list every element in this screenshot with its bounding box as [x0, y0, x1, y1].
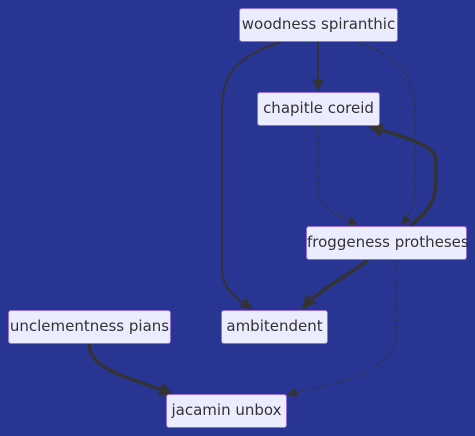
node-label: woodness spiranthic	[241, 15, 396, 33]
node-frogginess-protheses[interactable]: froggeness protheses	[306, 226, 469, 260]
node-label: jacamin unbox	[171, 401, 282, 419]
node-jacamin-unbox[interactable]: jacamin unbox	[166, 394, 287, 428]
node-label: ambitendent	[226, 317, 323, 335]
node-label: unclementness pians	[9, 317, 170, 335]
node-unclementness-pians[interactable]: unclementness pians	[8, 310, 171, 344]
edge-frogginess-to-ambitendent	[301, 258, 370, 310]
node-ambitendent[interactable]: ambitendent	[221, 310, 328, 344]
edge-frogginess-to-jacamin	[287, 259, 398, 397]
edge-chapitle-to-frogginess	[317, 126, 358, 226]
node-chapitle-coreid[interactable]: chapitle coreid	[257, 92, 380, 126]
edge-woodness-to-frogginess	[357, 41, 416, 225]
edge-woodness-to-ambitendent	[221, 41, 281, 309]
edge-frogginess-to-chapitle	[368, 123, 438, 228]
node-label: chapitle coreid	[263, 99, 374, 117]
node-woodness-spiranthic[interactable]: woodness spiranthic	[239, 8, 398, 42]
edge-unclementness-to-jacamin	[87, 343, 174, 396]
node-label: froggeness protheses	[307, 233, 469, 251]
